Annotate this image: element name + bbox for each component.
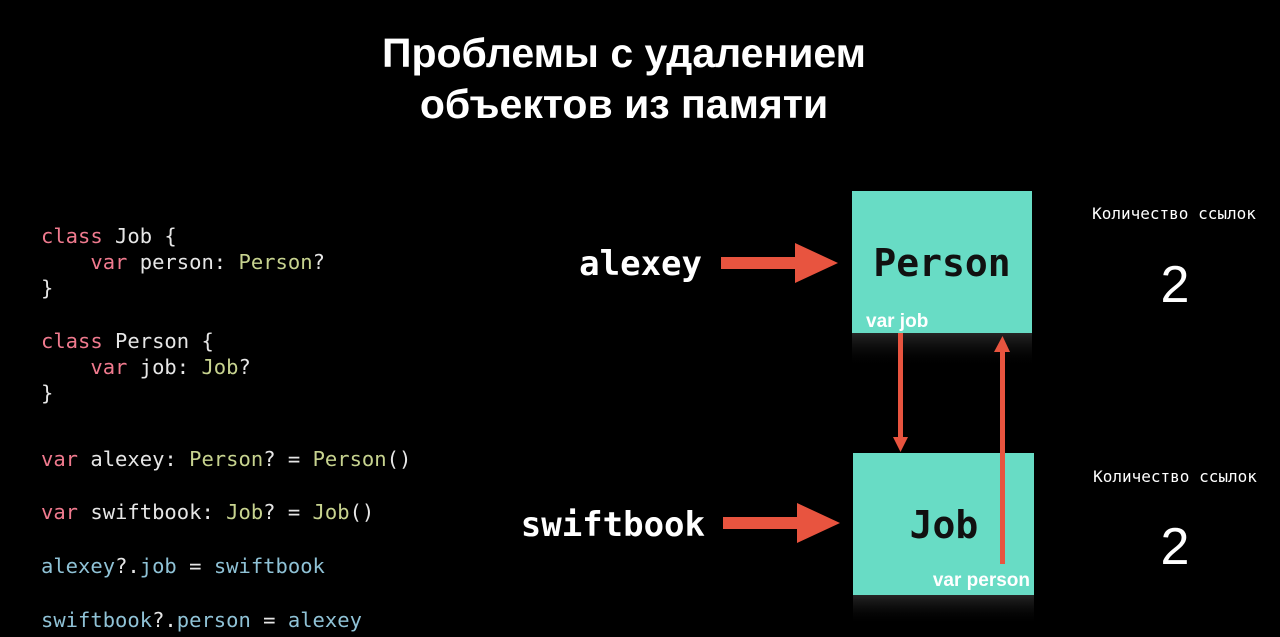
code-type: Job — [201, 355, 239, 379]
code-type: Job — [226, 500, 264, 524]
code-text: ? = — [263, 447, 313, 471]
code-text: Person { — [102, 329, 214, 353]
code-property: alexey — [41, 554, 116, 578]
code-text: ?. — [152, 608, 177, 632]
code-property: swiftbook — [41, 608, 153, 632]
code-line-class-job: class Job { — [41, 223, 177, 249]
slide-title: Проблемы с удалением объектов из памяти — [0, 28, 1248, 130]
code-line-var-swiftbook: var swiftbook: Job? = Job() — [41, 499, 374, 525]
code-text: ? — [312, 250, 325, 274]
code-property: alexey — [287, 608, 362, 632]
job-box-reflection — [853, 595, 1034, 625]
code-line-close-brace: } — [41, 275, 53, 301]
code-text: ? = — [263, 500, 313, 524]
code-text: = — [250, 608, 288, 632]
code-text: person: — [127, 250, 239, 274]
code-keyword: class — [41, 224, 103, 248]
person-ref-count-value: 2 — [1161, 256, 1190, 314]
code-line-var-person: var person: Person? — [41, 249, 325, 275]
slide-title-line-1: Проблемы с удалением — [381, 30, 867, 76]
slide-title-line-2: объектов из памяти — [419, 81, 829, 127]
code-text: job: — [127, 355, 202, 379]
code-text: alexey: — [78, 447, 190, 471]
code-line-assign-person: swiftbook?.person = alexey — [41, 607, 362, 633]
person-property-arrow — [994, 336, 1010, 564]
code-property: swiftbook — [213, 554, 325, 578]
code-line-var-alexey: var alexey: Person? = Person() — [41, 446, 411, 472]
code-type: Job — [312, 500, 350, 524]
alexey-variable-label: alexey — [579, 244, 702, 284]
code-text: swiftbook: — [78, 500, 227, 524]
code-property: person — [176, 608, 251, 632]
code-text: } — [41, 381, 54, 405]
job-box-name: Job — [910, 503, 979, 547]
code-text: = — [176, 554, 214, 578]
code-text: () — [349, 500, 375, 524]
code-text: } — [41, 276, 54, 300]
job-box-field: var person — [933, 570, 1030, 591]
swiftbook-variable-label: swiftbook — [521, 505, 705, 545]
code-text: Job { — [102, 224, 177, 248]
code-line-var-job: var job: Job? — [41, 354, 251, 380]
job-ref-count-label: Количество ссылок — [1093, 467, 1257, 486]
code-type: Person — [189, 447, 264, 471]
code-line-assign-job: alexey?.job = swiftbook — [41, 553, 325, 579]
job-ref-count-value: 2 — [1161, 518, 1190, 576]
person-box-field: var job — [866, 311, 928, 332]
person-ref-count-label: Количество ссылок — [1092, 204, 1256, 223]
code-text: () — [386, 447, 412, 471]
code-line-class-person: class Person { — [41, 328, 214, 354]
code-keyword: var — [90, 250, 128, 274]
code-text: ?. — [115, 554, 140, 578]
swiftbook-reference-arrow — [723, 503, 840, 543]
person-box-name: Person — [873, 241, 1010, 285]
alexey-reference-arrow — [721, 243, 838, 283]
code-type: Person — [238, 250, 313, 274]
code-keyword: class — [41, 329, 103, 353]
person-object-box — [852, 191, 1032, 333]
code-keyword: var — [41, 500, 79, 524]
code-line-close-brace: } — [41, 380, 53, 406]
code-text: ? — [238, 355, 251, 379]
code-keyword: var — [41, 447, 79, 471]
code-type: Person — [312, 447, 387, 471]
code-keyword: var — [90, 355, 128, 379]
job-property-arrow — [893, 333, 908, 452]
code-property: job — [139, 554, 177, 578]
